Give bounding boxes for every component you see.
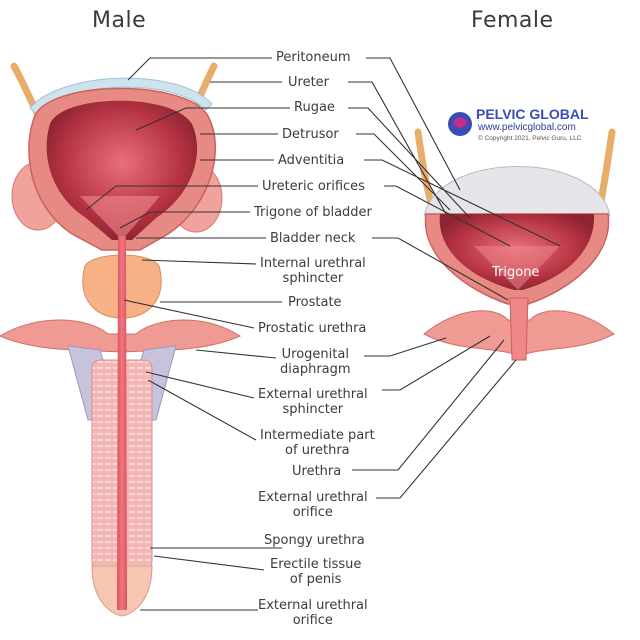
label-detrusor: Detrusor	[282, 127, 339, 142]
label-trigone-of-bladder: Trigone of bladder	[254, 205, 372, 220]
male-trigone	[80, 196, 160, 240]
pelvic-global-logo-mark	[448, 112, 472, 136]
label-rugae: Rugae	[294, 100, 335, 115]
logo-copyright: © Copyright 2021, Pelvic Guru, LLC	[478, 135, 582, 142]
label-adventitia: Adventitia	[278, 153, 345, 168]
label-trigone: Trigone	[492, 265, 540, 280]
female-peritoneum	[423, 166, 611, 217]
logo-url[interactable]: www.pelvicglobal.com	[478, 122, 576, 133]
label-spongy-urethra: Spongy urethra	[264, 533, 365, 548]
female-urethra	[509, 297, 529, 361]
female-heading: Female	[471, 8, 554, 33]
label-prostate: Prostate	[288, 295, 342, 310]
label-ureter: Ureter	[288, 75, 330, 90]
female-trigone	[474, 246, 560, 290]
label-bladder-neck: Bladder neck	[270, 231, 356, 246]
leader-lines	[85, 57, 561, 611]
female-anatomy	[414, 128, 616, 361]
logo-title: PELVIC GLOBAL	[476, 106, 589, 122]
male-urethra	[117, 236, 127, 610]
male-bladder-lumen	[46, 100, 198, 240]
label-peritoneum: Peritoneum	[276, 50, 351, 65]
pelvic-global-logo[interactable]: PELVIC GLOBAL www.pelvicglobal.com © Cop…	[444, 106, 604, 148]
label-prostatic-urethra: Prostatic urethra	[258, 321, 367, 336]
label-ureteric-orifices: Ureteric orifices	[262, 179, 365, 194]
label-urethra: Urethra	[292, 464, 342, 479]
male-heading: Male	[92, 8, 147, 33]
male-anatomy	[0, 62, 242, 617]
